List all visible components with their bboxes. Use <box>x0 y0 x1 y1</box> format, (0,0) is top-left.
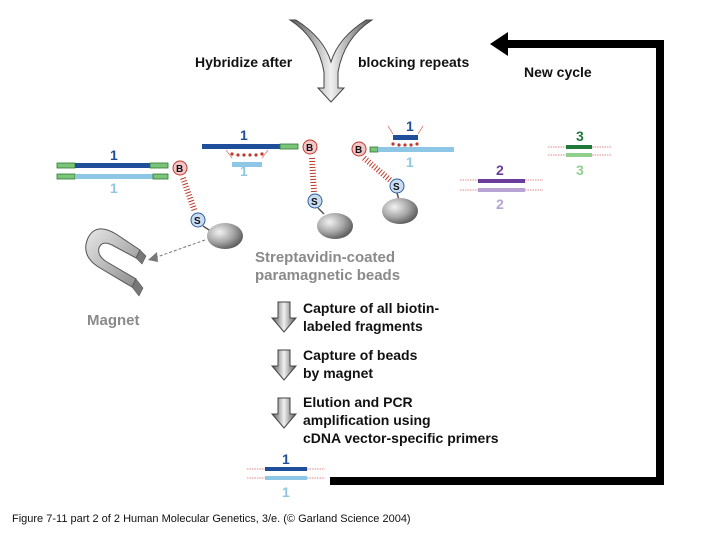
svg-text:S: S <box>311 197 318 208</box>
beads-label-line1: Streptavidin-coated <box>255 249 395 266</box>
magnet-label: Magnet <box>87 312 140 329</box>
step1-line1: Capture of all biotin- <box>303 300 439 316</box>
capture-complex-right: B S <box>351 141 418 224</box>
hybridize-merge-arrow <box>288 19 374 103</box>
new-cycle-label: New cycle <box>524 64 592 80</box>
step3-line1: Elution and PCR <box>303 394 413 410</box>
step3-line3: cDNA vector-specific primers <box>303 430 499 446</box>
step3-line2: amplification using <box>303 412 431 428</box>
strand-label-1-right-top: 1 <box>406 118 414 134</box>
strand-label-3-top: 3 <box>576 128 584 144</box>
strand-label-1-product-top: 1 <box>282 451 290 467</box>
beads-label-line2: paramagnetic beads <box>255 267 400 284</box>
capture-complex-middle: B S <box>302 139 353 239</box>
blocking-repeats-label: blocking repeats <box>358 54 469 70</box>
figure-caption: Figure 7-11 part 2 of 2 Human Molecular … <box>12 513 411 525</box>
strand-label-1-product-bottom: 1 <box>282 484 290 500</box>
svg-text:B: B <box>176 164 183 175</box>
biotin-tag: B <box>302 139 318 155</box>
svg-text:S: S <box>194 216 201 227</box>
down-arrow-icon <box>270 349 298 381</box>
strand-label-1-middle-bottom: 1 <box>240 163 248 179</box>
hybridize-after-label: Hybridize after <box>195 54 293 70</box>
duplex-2: 2 2 <box>460 162 543 212</box>
step2-line1: Capture of beads <box>303 347 418 363</box>
svg-text:S: S <box>393 182 400 193</box>
strand-label-1-middle-top: 1 <box>240 127 248 143</box>
duplex-1-middle: 1 1 <box>202 127 299 179</box>
capture-complex-left: B S <box>172 160 243 249</box>
svg-text:B: B <box>355 145 362 156</box>
step2-line2: by magnet <box>303 365 373 381</box>
strand-label-1-right-bottom: 1 <box>406 154 414 170</box>
duplex-1-right: 1 1 <box>369 118 454 170</box>
bead-icon <box>207 223 243 249</box>
biotin-tag: B <box>351 141 367 157</box>
strand-label-2-bottom: 2 <box>496 196 504 212</box>
new-cycle-arrow <box>330 32 664 485</box>
strand-label-2-top: 2 <box>496 162 504 178</box>
duplex-1-left: 1 1 <box>56 147 169 196</box>
strand-label-1-top: 1 <box>110 147 118 163</box>
bead-icon <box>382 198 418 224</box>
strand-label-3-bottom: 3 <box>576 162 584 178</box>
down-arrow-icon <box>270 397 298 429</box>
duplex-3: 3 3 <box>548 128 612 178</box>
svg-text:B: B <box>306 143 313 154</box>
down-arrow-icon <box>270 301 298 333</box>
bead-to-magnet-arrow <box>148 239 206 262</box>
strand-label-1-bottom: 1 <box>110 180 118 196</box>
bead-icon <box>317 213 353 239</box>
streptavidin-tag: S <box>389 178 405 194</box>
step1-line2: labeled fragments <box>303 318 423 334</box>
streptavidin-tag: S <box>190 212 206 228</box>
amplified-duplex-1: 1 1 <box>247 451 325 500</box>
biotin-tag: B <box>172 160 188 176</box>
streptavidin-tag: S <box>307 193 323 209</box>
horseshoe-magnet-icon <box>85 228 147 297</box>
